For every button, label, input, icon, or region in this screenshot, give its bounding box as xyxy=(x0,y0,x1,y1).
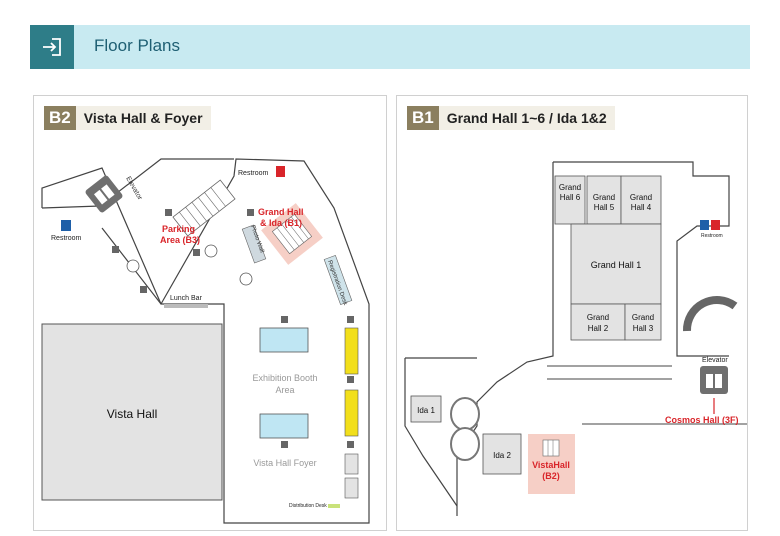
b1-level-label: B1 xyxy=(407,106,439,130)
spiral-ramp xyxy=(682,296,738,332)
round-table xyxy=(204,244,218,258)
gh4-label-2: Hall 4 xyxy=(631,203,652,212)
b1-floor-map: Grand Hall 6 Grand Hall 5 Grand Hall 4 G… xyxy=(404,161,747,516)
exhibition-label-2: Area xyxy=(275,385,294,395)
lunch-bar-label: Lunch Bar xyxy=(170,295,203,302)
gh2-label-2: Hall 2 xyxy=(588,324,609,333)
distribution-desk xyxy=(328,504,340,508)
b2-restroom-left-label: Restroom xyxy=(51,235,82,242)
b2-floor-map: Elevator Restroom Restroom Parking Area … xyxy=(41,158,370,524)
b2-floor-badge: B2 Vista Hall & Foyer xyxy=(44,106,211,130)
gh5-label-1: Grand xyxy=(593,193,615,202)
b1-floor-name: Grand Hall 1~6 / Ida 1&2 xyxy=(438,106,615,130)
distribution-label: Distribution Desk xyxy=(289,503,327,509)
b2-floor-name: Vista Hall & Foyer xyxy=(75,106,211,130)
section-header: Floor Plans xyxy=(30,25,750,69)
ida1-label: Ida 1 xyxy=(417,406,435,415)
gh2-label-1: Grand xyxy=(587,313,609,322)
gh3-label-2: Hall 3 xyxy=(633,324,654,333)
grand-hall-stairs xyxy=(261,203,323,265)
enter-icon xyxy=(30,25,74,69)
parking-label-1: Parking xyxy=(162,224,195,234)
parking-label-2: Area (B3) xyxy=(160,235,200,245)
gh3-label-1: Grand xyxy=(632,313,654,322)
b2-level-label: B2 xyxy=(44,106,76,130)
b1-restroom-women-icon xyxy=(711,220,720,230)
grand-hall-6 xyxy=(554,175,586,225)
b2-floor-panel: B2 Vista Hall & Foyer Elevator Restroom … xyxy=(33,95,387,531)
page-title: Floor Plans xyxy=(94,36,180,55)
cosmos-hall-label: Cosmos Hall (3F) xyxy=(665,415,739,425)
b1-elevator-label: Elevator xyxy=(702,357,728,364)
foyer-label: Vista Hall Foyer xyxy=(253,458,316,468)
gh5-label-2: Hall 5 xyxy=(594,203,615,212)
gh6-label-1: Grand xyxy=(559,183,581,192)
photo-wall xyxy=(241,224,267,264)
yellow-counter xyxy=(344,327,359,375)
grand-hall-5 xyxy=(586,175,622,225)
b2-elevator-icon xyxy=(85,175,123,213)
b1-elevator-icon xyxy=(700,366,728,394)
parking-stairs xyxy=(172,179,236,237)
vista-hall-label: Vista Hall xyxy=(107,407,157,421)
yellow-counter xyxy=(344,389,359,437)
registration-desk xyxy=(323,255,353,305)
vista-label-1: VistaHall xyxy=(532,460,570,470)
b1-restroom-label: Restroom xyxy=(701,233,723,239)
b2-restroom-left-icon xyxy=(61,220,71,231)
vista-label-2: (B2) xyxy=(542,471,560,481)
gh4-label-1: Grand xyxy=(630,193,652,202)
b1-floor-panel: B1 Grand Hall 1~6 / Ida 1&2 Grand Hall 6… xyxy=(396,95,748,531)
ida-1-room xyxy=(410,395,442,423)
round-table xyxy=(239,272,253,286)
grand-hall-3 xyxy=(624,303,662,341)
round-table xyxy=(126,259,140,273)
b2-restroom-top-icon xyxy=(276,166,285,177)
exhibit-booth xyxy=(259,413,309,439)
ida2-label: Ida 2 xyxy=(493,451,511,460)
grand-ida-label-2: & Ida (B1) xyxy=(260,218,302,228)
grand-hall-4 xyxy=(620,175,662,225)
lunch-bar xyxy=(164,304,208,308)
ida-2-room xyxy=(482,433,522,475)
exhibit-booth xyxy=(259,327,309,353)
b2-restroom-top-label: Restroom xyxy=(238,170,269,177)
exhibition-label-1: Exhibition Booth xyxy=(252,373,317,383)
gh6-label-2: Hall 6 xyxy=(560,193,581,202)
b1-floor-badge: B1 Grand Hall 1~6 / Ida 1&2 xyxy=(407,106,615,130)
b1-restroom-men-icon xyxy=(700,220,709,230)
grand-ida-label-1: Grand Hall xyxy=(258,207,304,217)
gh1-label: Grand Hall 1 xyxy=(591,260,642,270)
grand-hall-1 xyxy=(570,223,662,305)
grand-hall-2 xyxy=(570,303,626,341)
vista-hall-room xyxy=(41,323,223,501)
